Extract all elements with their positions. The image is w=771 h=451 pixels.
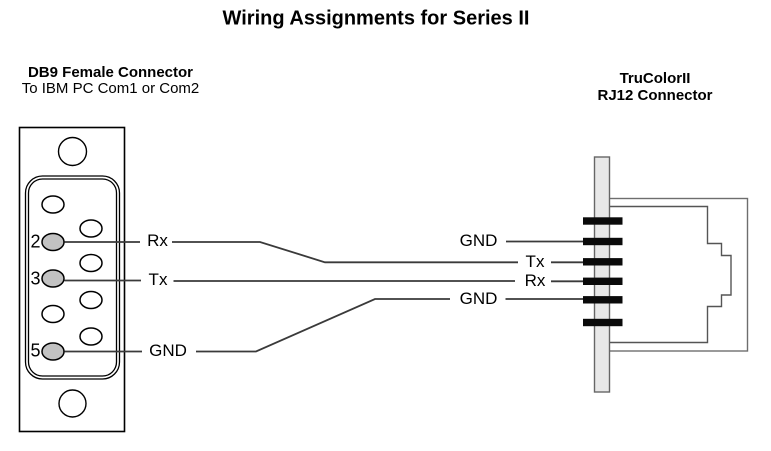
rj12-header: TruColorII RJ12 Connector [597, 70, 712, 104]
wire-rx-to-tx-seg2 [172, 241, 518, 264]
rj12-jack-socket-profile [609, 205, 732, 344]
rj12-connector-drawing [583, 156, 749, 393]
db9-open-pins [41, 195, 103, 346]
db9-pin-3 [41, 269, 65, 288]
db9-shell-outline-outer [24, 175, 121, 380]
db9-screw-hole-bottom [58, 389, 87, 418]
rj12-jack-body [608, 197, 749, 352]
rj12-gnd-bottom-label: GND [459, 288, 498, 308]
db9-screw-hole-top [57, 136, 88, 167]
rj12-header-line2: RJ12 Connector [597, 86, 713, 104]
wire-gnd-to-gnd-seg2 [196, 298, 450, 353]
rj12-header-line1: TruColorII [619, 69, 691, 87]
db9-header-line1: DB9 Female Connector [27, 64, 194, 81]
db9-pin-2 [41, 232, 65, 252]
rj12-tx-label: Tx [525, 251, 545, 271]
db9-rx-label: Rx [147, 231, 168, 251]
page-title: Wiring Assignments for Series II [222, 7, 530, 30]
rj12-pin-bars [583, 217, 623, 327]
db9-pin-9 [79, 327, 103, 346]
db9-pin3-number: 3 [30, 268, 41, 288]
wire-lines [64, 240, 584, 353]
db9-pin-1 [41, 195, 65, 214]
db9-pin-4 [41, 304, 65, 324]
db9-pin-7 [79, 253, 103, 273]
rj12-pin-bar-2 [583, 237, 623, 246]
db9-shell-outline-inner [27, 178, 118, 377]
db9-tx-label: Tx [148, 269, 168, 289]
rj12-pin-bar-5 [583, 296, 623, 304]
db9-gnd-label: GND [149, 341, 187, 360]
rj12-pin-bar-3 [583, 258, 623, 266]
db9-pin-5 [41, 342, 65, 361]
rj12-pin-bar-6 [583, 318, 623, 327]
rj12-pin-bar-4 [583, 277, 623, 285]
db9-pin2-number: 2 [30, 231, 41, 251]
db9-used-pins [41, 232, 65, 361]
db9-header: DB9 Female Connector To IBM PC Com1 or C… [22, 65, 200, 97]
db9-body [18, 126, 126, 433]
db9-pin-8 [79, 290, 103, 310]
db9-pin-6 [79, 219, 103, 238]
rj12-pin-bar-1 [583, 217, 623, 225]
db9-pin5-number: 5 [30, 340, 41, 361]
db9-header-line2: To IBM PC Com1 or Com2 [21, 80, 200, 97]
db9-connector-drawing [18, 126, 126, 433]
rj12-gnd-top-label: GND [459, 230, 498, 250]
rj12-rx-label: Rx [524, 270, 546, 290]
rj12-mount-strip [593, 156, 611, 393]
